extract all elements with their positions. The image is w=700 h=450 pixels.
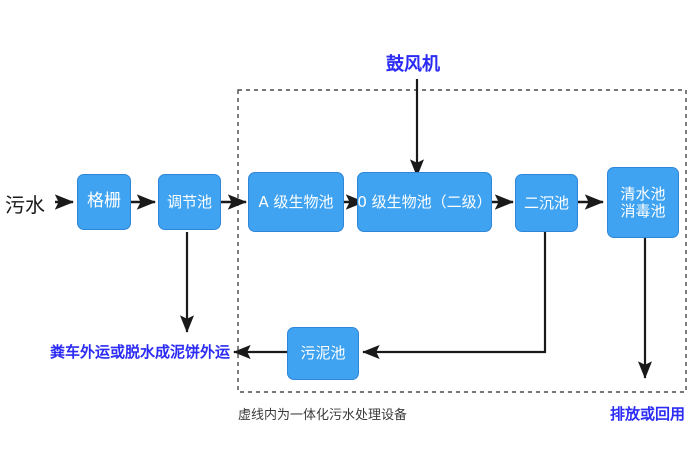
node-clean-water-disinfection-tank[interactable]: 清水池 消毒池: [607, 167, 679, 238]
node-secondary-sedimentation-tank-label: 二沉池: [523, 193, 569, 212]
node-secondary-sedimentation-tank[interactable]: 二沉池: [515, 174, 578, 232]
node-o-stage-bioreactor[interactable]: 0 级生物池（二级）: [357, 172, 492, 232]
node-sludge-tank[interactable]: 污泥池: [287, 327, 359, 380]
node-grille[interactable]: 格栅: [77, 174, 131, 230]
node-regulating-tank-label: 调节池: [166, 192, 212, 211]
node-grille-label: 格栅: [87, 191, 121, 212]
label-sludge-disposal: 粪车外运或脱水成泥饼外运: [50, 343, 231, 361]
node-clean-water-tank-label: 清水池: [620, 184, 666, 203]
label-influent-wastewater: 污水: [5, 193, 45, 217]
node-regulating-tank[interactable]: 调节池: [158, 174, 221, 230]
node-o-stage-bioreactor-label: 0 级生物池（二级）: [357, 192, 492, 211]
node-a-stage-bioreactor-label: A 级生物池: [258, 192, 334, 211]
arrow-second-sed-to-sludge: [362, 232, 547, 360]
label-discharge-or-reuse: 排放或回用: [610, 405, 686, 423]
node-sludge-tank-label: 污泥池: [300, 344, 346, 363]
label-blower: 鼓风机: [386, 54, 440, 75]
node-disinfection-tank-label: 消毒池: [620, 201, 666, 220]
node-a-stage-bioreactor[interactable]: A 级生物池: [248, 172, 344, 232]
label-enclosure-note: 虚线内为一体化污水处理设备: [238, 408, 408, 423]
